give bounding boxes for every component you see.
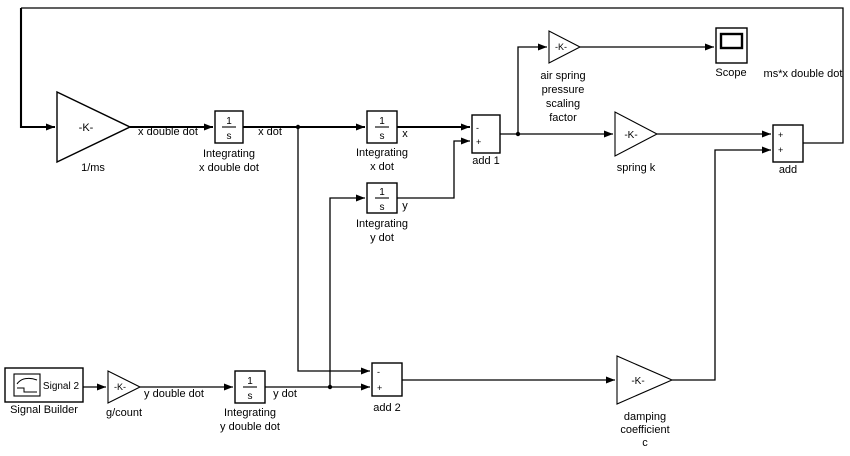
block-label-line1: damping [624, 411, 666, 423]
wire-ydot-branch-to-int-ydot [329, 194, 365, 387]
fraction-denominator: s [227, 131, 232, 142]
wire-y-to-add1 [397, 137, 470, 199]
scope-block[interactable]: Scope [715, 27, 748, 79]
gain-triangle[interactable] [616, 355, 674, 405]
block-label: add [779, 164, 797, 176]
fraction-denominator: s [380, 202, 385, 213]
waveform-step-icon [17, 387, 37, 393]
gain-value: -K- [624, 130, 637, 141]
sum-sign-top: + [778, 130, 783, 140]
block-label-line2: coefficient [620, 424, 669, 436]
signal-label-x-double-dot: x double dot [138, 126, 198, 138]
signal-builder-block[interactable]: Signal 2 Signal Builder [4, 367, 84, 416]
signal-waveform-icon [13, 373, 41, 397]
signal-label-y: y [402, 200, 408, 212]
block-label: add 1 [472, 155, 500, 167]
integrator-block-x-dot[interactable]: 1 s Integrating x dot [356, 110, 408, 173]
block-label-line4: factor [549, 112, 577, 124]
wire-feedback-into-gain [19, 8, 55, 131]
junction-dot-add1-out [515, 131, 521, 137]
sum-sign-top: - [377, 367, 380, 377]
gain-triangle[interactable] [614, 111, 659, 157]
junction-dot-ydot [327, 384, 333, 390]
integrator-block-y-dot[interactable]: 1 s Integrating y dot [356, 182, 408, 244]
block-label-line3: scaling [546, 98, 580, 110]
gain-value: -K- [555, 42, 567, 52]
wire-feedback-top [21, 7, 844, 144]
block-label-line1: air spring [540, 70, 585, 82]
sum-sign-bottom: + [377, 383, 382, 393]
signal-label-ms-x-double-dot: ms*x double dot [764, 68, 843, 80]
sum-box[interactable] [471, 114, 501, 154]
signal-label-y-dot: y dot [273, 388, 297, 400]
block-label-line1: Integrating [356, 218, 408, 230]
block-label-line1: Integrating [224, 407, 276, 419]
gain-triangle[interactable] [56, 90, 132, 164]
sum-block-add1[interactable]: - + add 1 [471, 114, 501, 167]
block-label: spring k [617, 162, 656, 174]
fraction-numerator: 1 [247, 376, 253, 387]
waveform-curve-icon [16, 377, 38, 385]
signal-label-x-dot: x dot [258, 126, 282, 138]
junction-dot-xdot [295, 124, 301, 130]
fraction-denominator: s [380, 131, 385, 142]
block-label: 1/ms [81, 162, 105, 174]
block-label-line1: Integrating [356, 147, 408, 159]
sum-sign-top: - [476, 123, 479, 133]
signal-name: Signal 2 [43, 381, 80, 392]
gain-triangle[interactable] [107, 370, 142, 404]
sum-box[interactable] [772, 124, 804, 163]
gain-value: -K- [79, 122, 94, 134]
gain-value: -K- [631, 376, 644, 387]
block-label-line2: x dot [370, 161, 394, 173]
block-label: Scope [715, 67, 746, 79]
integrator-block-x-double-dot[interactable]: 1 s Integrating x double dot [199, 110, 259, 174]
block-label-line3: c [642, 437, 648, 449]
fraction-numerator: 1 [226, 116, 232, 127]
wire-add1-to-airspring [517, 43, 547, 134]
gain-block-g-count[interactable]: -K- g/count [106, 370, 142, 419]
sum-box[interactable] [371, 362, 403, 397]
scope-screen-icon [719, 32, 744, 50]
sum-sign-bottom: + [778, 145, 783, 155]
block-label-line1: Integrating [203, 148, 255, 160]
block-label: Signal Builder [10, 404, 78, 416]
fraction-numerator: 1 [379, 116, 385, 127]
signal-label-y-double-dot: y double dot [144, 388, 204, 400]
block-label-line2: pressure [542, 84, 585, 96]
wire-damping-to-add [672, 146, 771, 381]
wire-xdot-branch-to-add2 [297, 127, 370, 375]
gain-value: -K- [114, 382, 126, 392]
gain-block-1ms[interactable]: -K- 1/ms [56, 90, 132, 174]
gain-triangle[interactable] [548, 30, 582, 64]
sum-block-add2[interactable]: - + add 2 [371, 362, 403, 414]
block-label-line2: y dot [370, 232, 394, 244]
gain-block-spring-k[interactable]: -K- spring k [614, 111, 659, 174]
gain-block-damping[interactable]: -K- damping coefficient c [616, 355, 674, 449]
sum-sign-bottom: + [476, 137, 481, 147]
signal-label-x: x [402, 128, 408, 140]
fraction-numerator: 1 [379, 187, 385, 198]
gain-block-air-spring[interactable]: -K- air spring pressure scaling factor [540, 30, 586, 124]
block-label: g/count [106, 407, 142, 419]
sum-block-add[interactable]: + + add [772, 124, 804, 176]
block-label-line2: x double dot [199, 162, 259, 174]
block-label: add 2 [373, 402, 401, 414]
fraction-denominator: s [248, 391, 253, 402]
integrator-block-y-double-dot[interactable]: 1 s Integrating y double dot [220, 370, 280, 433]
block-label-line2: y double dot [220, 421, 280, 433]
